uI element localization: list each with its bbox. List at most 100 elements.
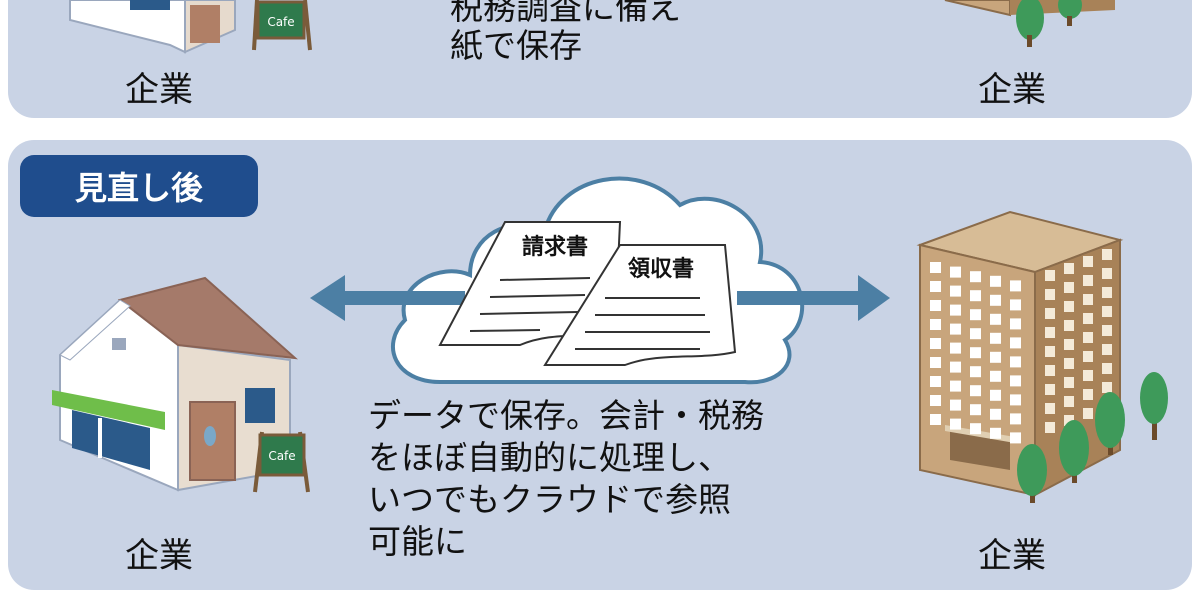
building-window	[1064, 396, 1074, 407]
receipt-document-icon: 領収書	[543, 244, 737, 366]
building-window	[1083, 351, 1093, 362]
company-label-left-top: 企業	[125, 70, 193, 110]
building-window	[950, 418, 961, 430]
building-window	[1083, 275, 1093, 286]
cafe-sign-text: Cafe	[268, 449, 295, 463]
building-window	[1045, 346, 1055, 357]
building-window	[930, 357, 941, 368]
cafe-house-top-icon	[69, 0, 236, 54]
before-text-line1: 税務調査に備え	[450, 0, 681, 27]
building-window	[1064, 358, 1074, 369]
building-window	[1083, 294, 1093, 305]
building-window	[1045, 422, 1055, 433]
cafe-sign-top-icon: Cafe	[252, 0, 312, 51]
building-window	[1083, 313, 1093, 324]
building-window	[990, 427, 1001, 439]
building-window	[1064, 282, 1074, 293]
building-window	[1064, 301, 1074, 312]
building-window	[950, 361, 961, 373]
receipt-title: 領収書	[628, 256, 694, 282]
building-window	[1102, 382, 1112, 393]
building-window	[990, 351, 1001, 363]
after-description: データで保存。会計・税務 をほぼ自動的に処理し、 いつでもクラウドで参照 可能に	[368, 396, 764, 561]
building-window	[1064, 263, 1074, 274]
building-window	[950, 323, 961, 335]
building-window	[1010, 280, 1021, 292]
building-window	[1010, 318, 1021, 330]
building-window	[990, 294, 1001, 306]
building-window	[1045, 270, 1055, 281]
building-window	[930, 281, 941, 292]
building-window	[970, 366, 981, 378]
cafe-sign-top-text: Cafe	[267, 15, 294, 29]
building-window	[990, 408, 1001, 420]
building-window	[950, 304, 961, 316]
building-window	[990, 389, 1001, 401]
arrow-left-icon	[310, 275, 465, 321]
invoice-title: 請求書	[522, 234, 588, 260]
building-window	[930, 395, 941, 406]
building-window	[1010, 413, 1021, 425]
building-window	[970, 385, 981, 397]
building-window	[1010, 375, 1021, 387]
building-window	[970, 347, 981, 359]
building-window	[1064, 339, 1074, 350]
building-window	[1064, 320, 1074, 331]
building-window	[970, 290, 981, 302]
cafe-sign-icon: Cafe	[253, 431, 310, 493]
building-window	[950, 380, 961, 392]
trees-top-icon	[1016, 0, 1082, 47]
building-window	[970, 404, 981, 416]
building-window	[930, 319, 941, 330]
building-window	[990, 313, 1001, 325]
building-window	[930, 414, 941, 425]
building-window	[950, 266, 961, 278]
building-window	[930, 300, 941, 311]
building-window	[1045, 327, 1055, 338]
building-window	[930, 338, 941, 349]
building-window	[930, 262, 941, 273]
building-window	[1010, 337, 1021, 349]
building-window	[950, 399, 961, 411]
arrow-right-icon	[737, 275, 890, 321]
building-window	[1102, 306, 1112, 317]
building-window	[950, 285, 961, 297]
company-label-right-top: 企業	[978, 70, 1046, 110]
building-window	[990, 332, 1001, 344]
trees-icon	[1017, 372, 1168, 503]
building-window	[970, 328, 981, 340]
building-window	[1102, 344, 1112, 355]
building-window	[1064, 415, 1074, 426]
company-label-left: 企業	[125, 536, 193, 576]
building-window	[970, 271, 981, 283]
building-window	[1083, 408, 1093, 419]
building-window	[1045, 365, 1055, 376]
building-window	[970, 423, 981, 435]
building-window	[1045, 289, 1055, 300]
building-window	[1102, 268, 1112, 279]
building-window	[1083, 389, 1093, 400]
building-window	[990, 370, 1001, 382]
office-building-icon	[916, 210, 1124, 497]
building-window	[1102, 287, 1112, 298]
building-window	[1102, 249, 1112, 260]
building-window	[1064, 377, 1074, 388]
after-badge: 見直し後	[20, 155, 258, 217]
building-window	[990, 275, 1001, 287]
building-window	[950, 342, 961, 354]
building-window	[1083, 332, 1093, 343]
building-window	[970, 309, 981, 321]
building-window	[1045, 403, 1055, 414]
building-window	[930, 376, 941, 387]
building-window	[1083, 256, 1093, 267]
building-window	[1010, 394, 1021, 406]
building-window	[1083, 370, 1093, 381]
building-window	[1010, 299, 1021, 311]
company-label-right: 企業	[978, 536, 1046, 576]
building-window	[1102, 325, 1112, 336]
building-window	[1010, 356, 1021, 368]
building-window	[1045, 308, 1055, 319]
building-window	[1102, 363, 1112, 374]
building-window	[1045, 384, 1055, 395]
